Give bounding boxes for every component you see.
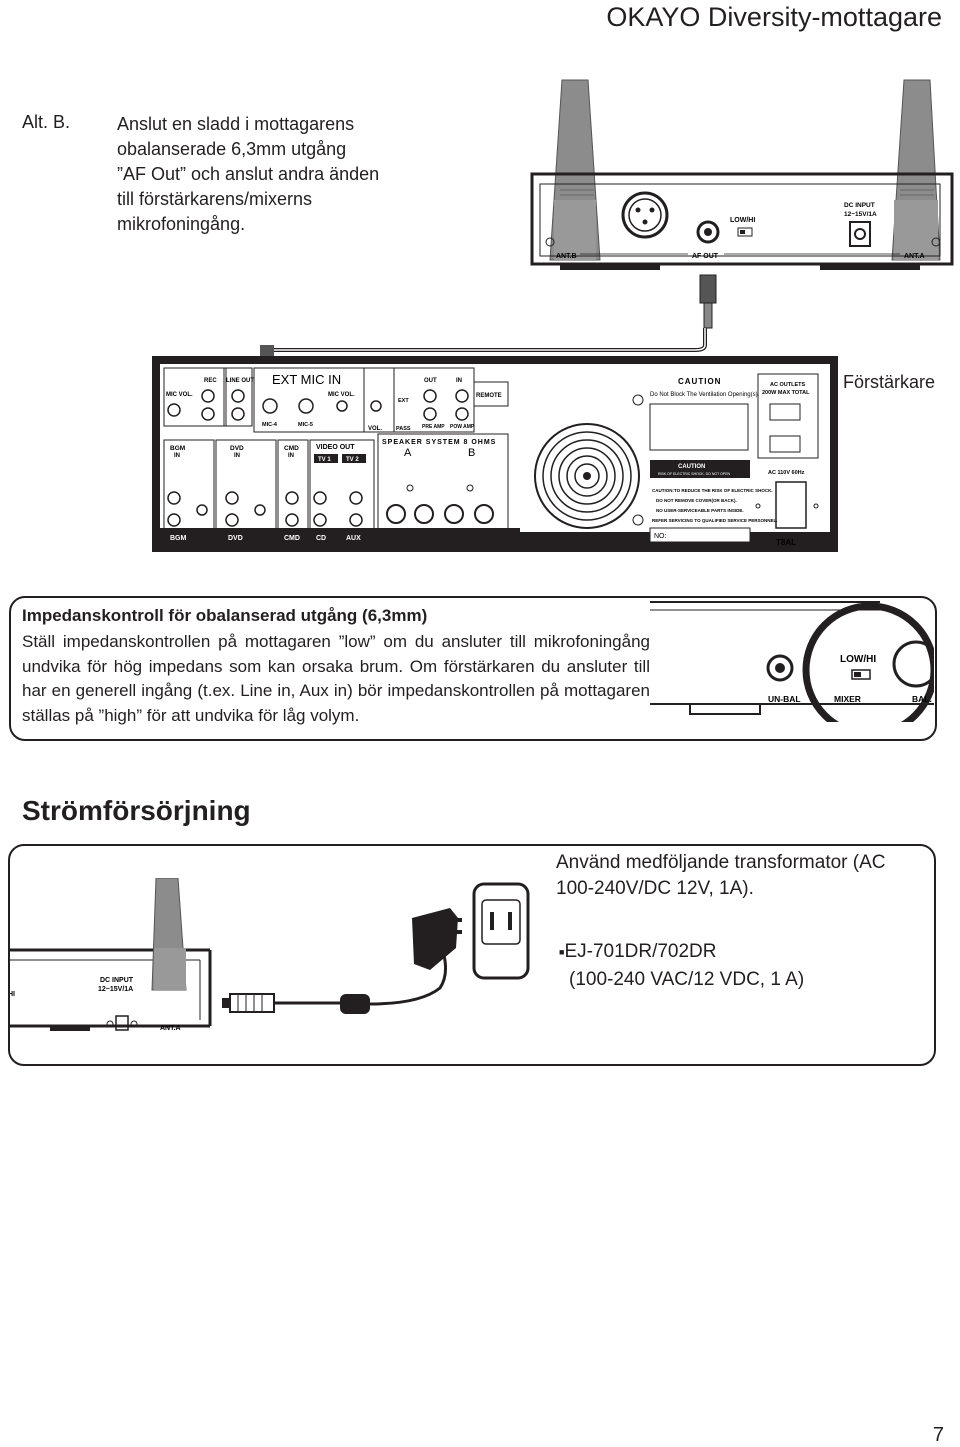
step-instruction: Anslut en sladd i mottagarens obalansera…	[117, 114, 380, 234]
cmd-in-label: CMD	[284, 445, 299, 452]
bottom-cmd-label: CMD	[284, 535, 300, 542]
power-hi-label: HI	[10, 991, 15, 998]
ext-mic-in-label: EXT MIC IN	[272, 372, 341, 387]
bgm-in-label: BGM	[170, 445, 185, 452]
vol-label: VOL.	[368, 426, 382, 432]
video-out-label: VIDEO OUT	[316, 444, 355, 451]
speaker-b-label: B	[468, 447, 475, 459]
dvd-in-sub: IN	[234, 453, 240, 459]
pass-label: PASS	[396, 426, 411, 432]
audio-cable	[260, 328, 707, 375]
caution-small-label: CAUTION	[678, 464, 705, 470]
tv2-label: TV 2	[346, 457, 359, 463]
rec-label: REC	[204, 378, 217, 384]
mixer-label: MIXER	[834, 694, 861, 704]
power-adapter-model: ■EJ-701DR/702DR (100-240 VAC/12 VDC, 1 A…	[559, 938, 804, 994]
antenna-b	[549, 79, 601, 261]
caution-label: CAUTION	[678, 377, 721, 386]
remote-label: REMOTE	[476, 393, 502, 399]
warning-line-4: REFER SERVICING TO QUALIFIED SERVICE PER…	[652, 518, 778, 523]
power-diagram: HI DC INPUT 12~15V/1A ANT.A	[10, 878, 530, 1032]
ant-a-label: ANT.A	[904, 253, 925, 260]
warning-line-3: NO USER-SERVICEABLE PARTS INSIDE.	[656, 508, 744, 513]
in-label: IN	[456, 378, 462, 384]
ac-hz-label: AC 110V 60Hz	[768, 470, 805, 476]
risk-label: RISK OF ELECTRIC SHOCK. DO NOT OPEN	[658, 472, 731, 476]
cmd-in-sub: IN	[288, 453, 294, 459]
power-dc-spec-label: 12~15V/1A	[98, 986, 133, 993]
power-heading: Strömförsörjning	[22, 795, 251, 826]
dc-input-label: DC INPUT	[844, 202, 875, 209]
impedance-switch-diagram: LOW/HI UN-BAL MIXER BAL.	[650, 601, 934, 722]
page-header-title: OKAYO Diversity-mottagare	[606, 2, 942, 32]
amplifier-label: Förstärkare	[843, 372, 936, 392]
model-label: T8AL	[776, 538, 796, 547]
speaker-a-label: A	[404, 447, 412, 459]
amplifier-rear-panel: REC LINE OUT EXT MIC IN MIC VOL. MIC VOL…	[152, 356, 838, 552]
dvd-in-label: DVD	[230, 445, 244, 452]
power-box	[8, 844, 936, 1066]
low-hi-label: LOW/HI	[730, 217, 755, 224]
bottom-dvd-label: DVD	[228, 535, 243, 542]
bgm-in-sub: IN	[174, 453, 180, 459]
impedance-title: Impedanskontroll för obalanserad utgång …	[22, 606, 428, 625]
power-instruction: Använd medföljande transformator (AC 100…	[556, 852, 886, 899]
mic-vol-label-2: MIC VOL.	[328, 392, 355, 398]
impedance-low-hi-label: LOW/HI	[840, 654, 876, 665]
line-out-label: LINE OUT	[226, 378, 254, 384]
adapter-model-label: EJ-701DR/702DR	[564, 941, 717, 963]
ext-label: EXT	[398, 398, 409, 404]
ac-outlets-label: AC OUTLETS	[770, 382, 805, 388]
mic5-label: MIC-5	[298, 422, 313, 428]
af-out-label: AF OUT	[692, 253, 719, 260]
pow-amp-label: POW AMP	[450, 424, 475, 430]
bullet-icon: ■	[559, 947, 565, 957]
adapter-spec-label: (100-240 VAC/12 VDC, 1 A)	[569, 969, 805, 991]
out-label: OUT	[424, 378, 437, 384]
step-label: Alt. B.	[22, 112, 71, 132]
receiver-rear-panel: LOW/HI DC INPUT 12~15V/1A ANT.B AF OUT A…	[530, 79, 954, 329]
serial-no-label: NO:	[654, 533, 667, 540]
ant-b-label: ANT.B	[556, 253, 577, 260]
page-number: 7	[932, 1424, 944, 1446]
bottom-bgm-label: BGM	[170, 535, 187, 542]
bottom-cd-label: CD	[316, 535, 326, 542]
bal-label: BAL.	[912, 694, 932, 704]
impedance-text: Ställ impedanskontrollen på mottagaren ”…	[22, 632, 650, 725]
mic-vol-label: MIC VOL.	[166, 392, 193, 398]
ventilation-label: Do Not Block The Ventilation Opening(s).	[650, 392, 760, 398]
impedance-box	[9, 596, 937, 741]
tv1-label: TV 1	[318, 457, 331, 463]
power-dc-input-label: DC INPUT	[100, 977, 134, 984]
power-ant-a-label: ANT.A	[160, 1025, 181, 1032]
pre-amp-label: PRE AMP	[422, 424, 445, 430]
dc-spec-label: 12~15V/1A	[844, 211, 877, 218]
antenna-a	[891, 79, 941, 261]
warning-line-2: DO NOT REMOVE COVER(OR BACK).	[656, 498, 737, 503]
ac-total-label: 200W MAX TOTAL	[762, 390, 810, 396]
unbal-label: UN-BAL	[768, 694, 801, 704]
mic4-label: MIC-4	[262, 422, 278, 428]
speaker-label: SPEAKER SYSTEM 8 OHMS	[382, 439, 496, 446]
bottom-aux-label: AUX	[346, 535, 361, 542]
warning-line-1: CAUTION:TO REDUCE THE RISK OF ELECTRIC S…	[652, 488, 773, 493]
